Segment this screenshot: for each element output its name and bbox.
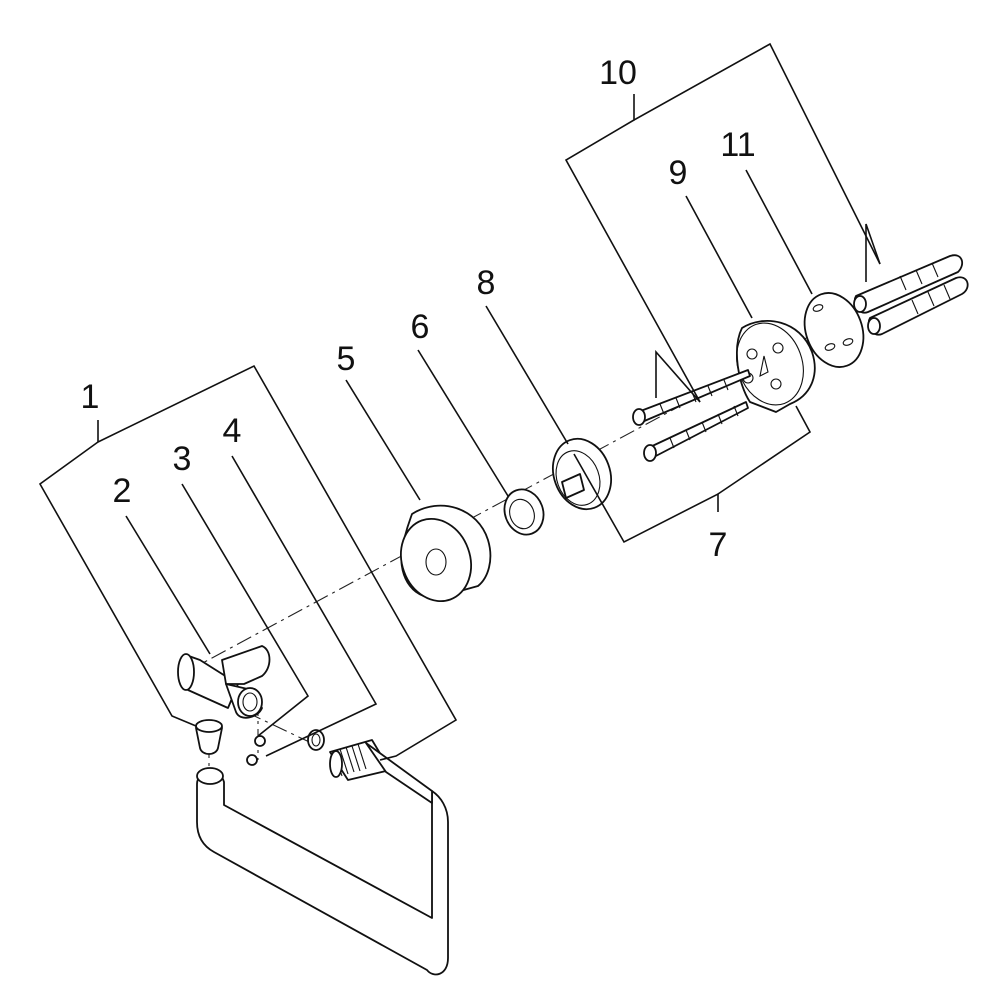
- callout-6: 6: [411, 308, 430, 346]
- callout-labels: 1 2 3 4 5 6 7 8 9 10 11: [81, 54, 756, 564]
- wall-plate: [803, 292, 865, 368]
- callout-1: 1: [81, 378, 100, 416]
- spindle-sleeve: [177, 645, 271, 719]
- callout-8: 8: [477, 264, 496, 302]
- grub-screws: [246, 735, 266, 766]
- wall-plugs: [853, 254, 969, 336]
- lever-handle: [196, 739, 449, 976]
- mounting-bracket: [736, 320, 816, 413]
- leader-lines: [38, 42, 881, 761]
- callout-11: 11: [720, 126, 755, 164]
- callout-9: 9: [669, 154, 688, 192]
- callout-7: 7: [709, 526, 728, 564]
- callout-5: 5: [337, 340, 356, 378]
- callout-4: 4: [223, 412, 242, 450]
- rose-cover: [400, 504, 492, 603]
- callout-3: 3: [173, 440, 192, 478]
- callout-10: 10: [599, 54, 637, 92]
- cap-plug: [195, 719, 223, 755]
- wood-screws: [632, 369, 751, 462]
- base-plate: [552, 437, 612, 511]
- bushing-ring: [503, 488, 545, 536]
- callout-2: 2: [113, 472, 132, 510]
